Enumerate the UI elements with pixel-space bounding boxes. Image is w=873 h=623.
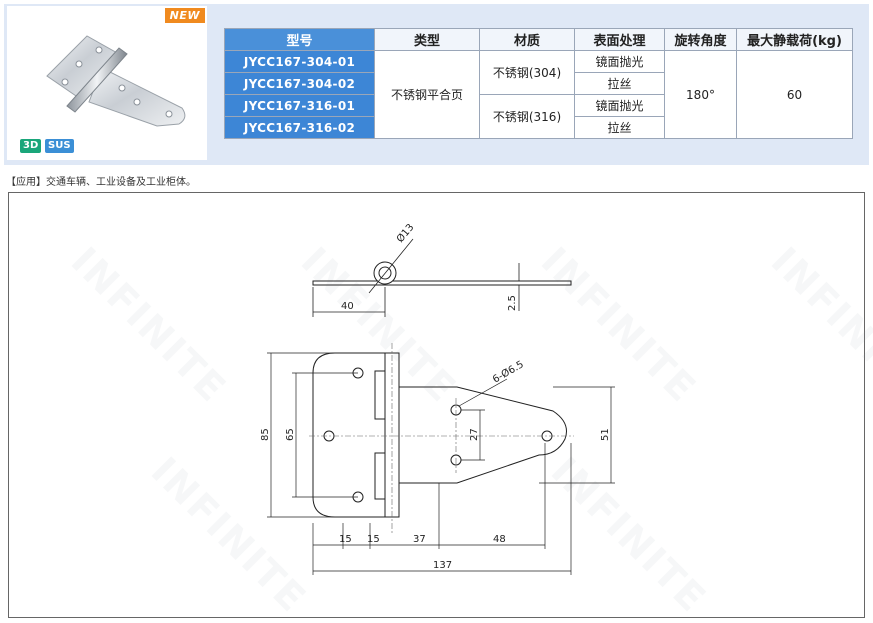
- model-cell[interactable]: JYCC167-316-02: [224, 116, 375, 139]
- col-material: 材质: [479, 28, 575, 51]
- dim-holes: 6-Ø6.5: [491, 358, 526, 385]
- new-badge: NEW: [164, 8, 205, 23]
- hinge-photo: [46, 35, 186, 127]
- drawing-canvas: Ø13 40 2.5: [260, 221, 615, 575]
- model-cell[interactable]: JYCC167-304-01: [224, 50, 375, 73]
- dim-w4: 48: [493, 534, 506, 545]
- application-note: 【应用】交通车辆、工业设备及工业柜体。: [6, 177, 196, 188]
- dim-thickness: 2.5: [507, 295, 518, 311]
- rotation-cell: 180°: [664, 50, 737, 139]
- dim-length-total: 137: [433, 560, 452, 571]
- dim-w2: 15: [367, 534, 380, 545]
- table-row: JYCC167-316-01 不锈钢(316) 镜面抛光: [224, 94, 853, 139]
- col-type: 类型: [374, 28, 480, 51]
- side-view-plate: [312, 280, 572, 286]
- model-cell[interactable]: JYCC167-316-01: [224, 94, 375, 117]
- material-cell: 不锈钢(304): [479, 50, 575, 95]
- 3d-model-tag[interactable]: 3D: [20, 139, 42, 153]
- model-cell[interactable]: JYCC167-304-02: [224, 72, 375, 95]
- col-max-load: 最大静载荷(kg): [736, 28, 853, 51]
- dim-height-total: 85: [260, 428, 271, 441]
- max-load-cell: 60: [736, 50, 853, 139]
- product-photo-panel: NEW 3D SUS: [7, 6, 207, 160]
- right-leaf-outline: [398, 386, 567, 484]
- dim-side-offset: 40: [341, 301, 354, 312]
- col-model: 型号: [224, 28, 375, 51]
- dim-height-right: 51: [600, 428, 611, 441]
- table-row: JYCC167-304-01 不锈钢平合页 不锈钢(304) 镜面抛光 180°…: [224, 50, 853, 139]
- technical-drawing: INFINITE INFINITE INFINITE INFINITE INFI…: [8, 192, 873, 621]
- dim-hole-span-mid: 27: [469, 428, 480, 441]
- material-cell: 不锈钢(316): [479, 94, 575, 139]
- dim-w1: 15: [339, 534, 352, 545]
- finish-cell: 拉丝: [574, 72, 665, 95]
- finish-cell: 镜面抛光: [574, 94, 665, 117]
- spec-table: 型号 类型 材质 表面处理 旋转角度 最大静载荷(kg) JYCC167-304…: [224, 28, 853, 139]
- table-row: JYCC167-316-02 拉丝: [224, 116, 853, 139]
- type-cell: 不锈钢平合页: [374, 50, 480, 139]
- finish-cell: 镜面抛光: [574, 50, 665, 73]
- stainless-material-tag: SUS: [45, 139, 74, 153]
- col-rotation: 旋转角度: [664, 28, 737, 51]
- dim-hole-span-left: 65: [285, 428, 296, 441]
- pin-circle-inner: [378, 266, 392, 280]
- col-finish: 表面处理: [574, 28, 665, 51]
- table-header-row: 型号 类型 材质 表面处理 旋转角度 最大静载荷(kg): [224, 28, 853, 51]
- dim-w3: 37: [413, 534, 426, 545]
- finish-cell: 拉丝: [574, 116, 665, 139]
- dim-pin-dia: Ø13: [394, 221, 416, 245]
